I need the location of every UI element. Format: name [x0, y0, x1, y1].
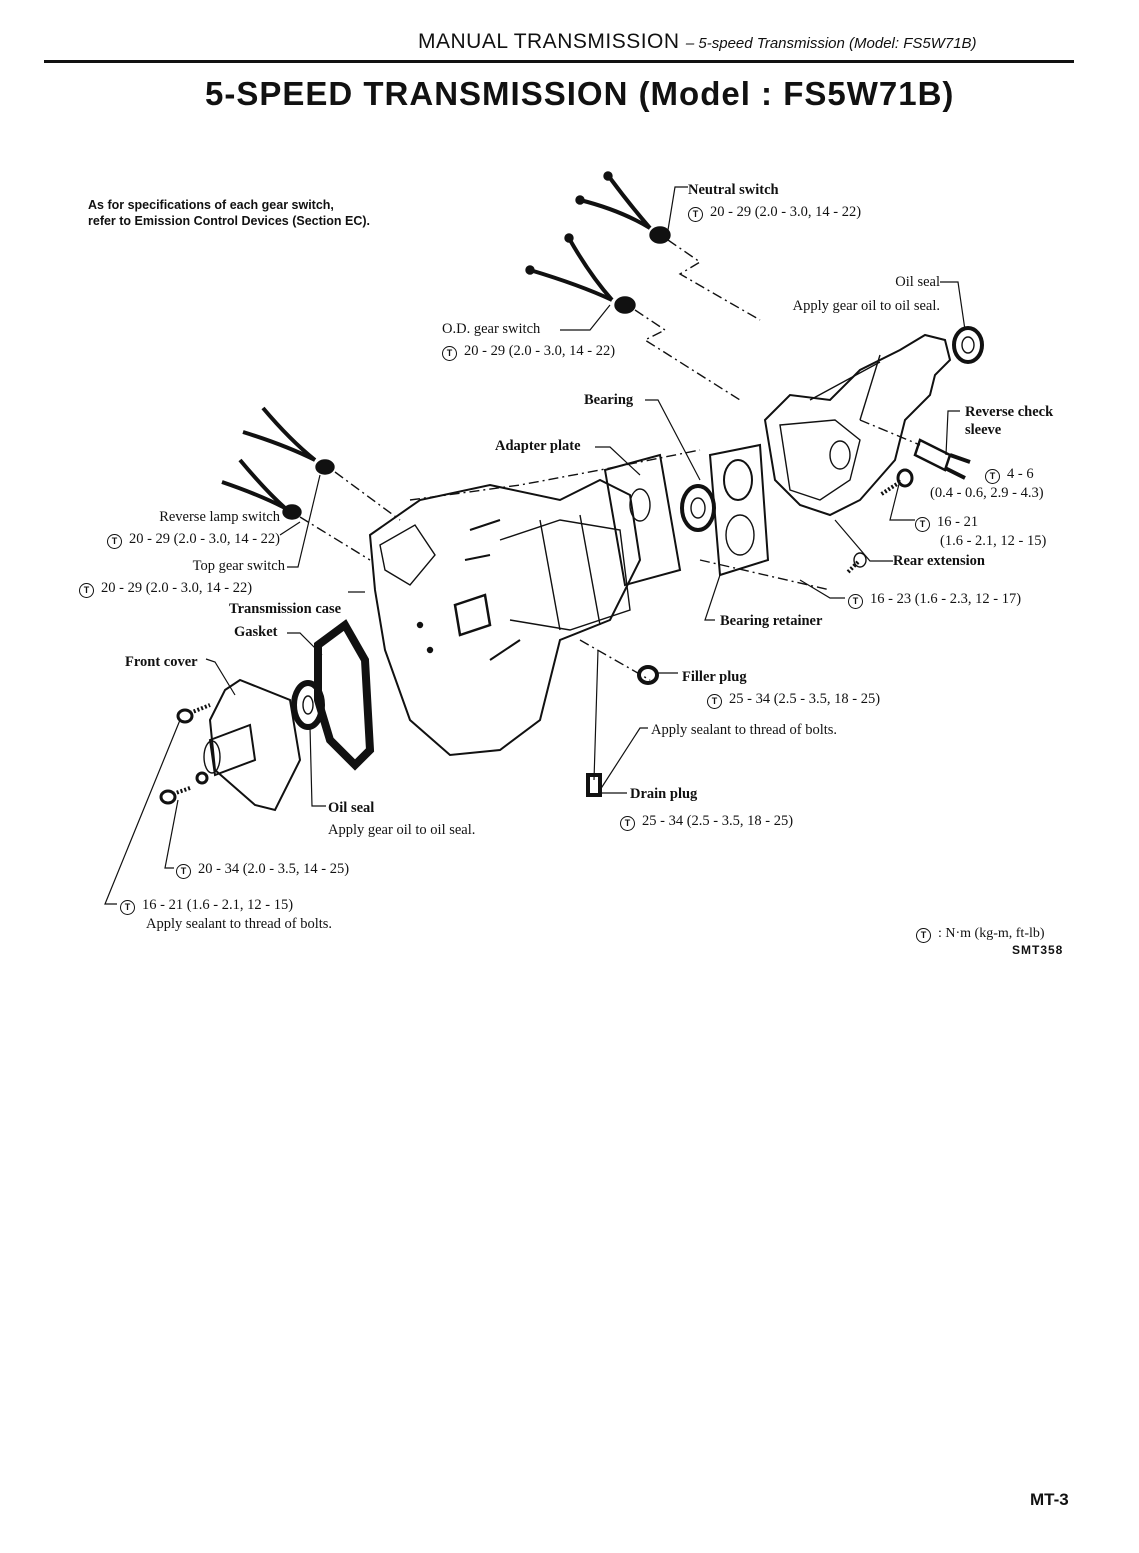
reverse-check-sleeve-torque: T 4 - 6 (0.4 - 0.6, 2.9 - 4.3) [930, 465, 1044, 502]
reverse-check-sleeve-label-1: Reverse check [965, 404, 1054, 420]
reverse-check-sleeve-part [859, 419, 971, 480]
adapter-plate-label: Adapter plate [495, 438, 581, 454]
torque-icon: T [916, 928, 931, 943]
rear-extension-label: Rear extension [893, 553, 985, 569]
note-line-2: refer to Emission Control Devices (Secti… [88, 214, 371, 228]
reverse-lamp-switch-torque: 20 - 29 (2.0 - 3.0, 14 - 22) [128, 531, 280, 547]
rear-extension-part [763, 333, 952, 517]
specification-note: As for specifications of each gear switc… [88, 197, 370, 229]
front-oil-seal-label: Oil seal [328, 800, 375, 816]
adapter-plate-part [603, 443, 770, 587]
neutral-switch-part [575, 171, 761, 321]
front-cover-part [195, 678, 302, 812]
front-cover-bolt-torque-value: 20 - 34 (2.0 - 3.5, 14 - 25) [198, 861, 350, 877]
callout-bearing-retainer: Bearing retainer [720, 612, 822, 630]
od-gear-switch-torque: 20 - 29 (2.0 - 3.0, 14 - 22) [464, 343, 616, 359]
rear-extension-bolt-torque: T 16 - 21 (1.6 - 2.1, 12 - 15) [915, 513, 1046, 550]
transmission-case-label: Transmission case [229, 601, 342, 617]
exploded-transmission-diagram [104, 171, 984, 905]
callout-gasket: Gasket [234, 623, 278, 641]
callout-neutral-switch: Neutral switch T 20 - 29 (2.0 - 3.0, 14 -… [688, 181, 861, 222]
rear-extension-bolt-torque-1: 16 - 21 [937, 514, 979, 530]
bearing-retainer-label: Bearing retainer [720, 613, 823, 629]
torque-icon: T [442, 346, 457, 361]
reverse-lamp-switch-part [221, 458, 371, 561]
callout-transmission-case: Transmission case [229, 600, 341, 618]
callout-plug-sealant: Apply sealant to thread of bolts. [651, 722, 838, 738]
front-cover-bolt-torque: T 20 - 34 (2.0 - 3.5, 14 - 25) [176, 860, 349, 879]
drain-plug-torque-value: 25 - 34 (2.5 - 3.5, 18 - 25) [642, 813, 794, 829]
callout-reverse-lamp-switch: Reverse lamp switch T 20 - 29 (2.0 - 3.0,… [60, 508, 280, 549]
torque-icon: T [120, 900, 135, 915]
running-head: MANUAL TRANSMISSION – 5-speed Transmissi… [418, 30, 977, 54]
callout-bearing: Bearing [584, 391, 633, 409]
running-head-section: MANUAL TRANSMISSION [418, 30, 680, 53]
rear-oil-seal-part [952, 326, 984, 364]
reverse-check-sleeve-torque-2: (0.4 - 0.6, 2.9 - 4.3) [930, 485, 1044, 501]
rear-extension-bolt-parts [846, 468, 914, 574]
callout-top-gear-switch: Top gear switch T 20 - 29 (2.0 - 3.0, 14 … [60, 557, 285, 598]
front-cover-bolt-parts [159, 703, 211, 805]
neutral-switch-label: Neutral switch [688, 182, 779, 198]
rear-extension-bolt-torque-2: (1.6 - 2.1, 12 - 15) [940, 533, 1047, 549]
callout-reverse-check-sleeve: Reverse check sleeve [965, 403, 1053, 439]
callout-front-cover: Front cover [125, 653, 198, 671]
torque-icon: T [688, 207, 703, 222]
note-line-1: As for specifications of each gear switc… [88, 198, 334, 212]
reverse-lamp-switch-label: Reverse lamp switch [159, 509, 280, 525]
neutral-switch-torque: 20 - 29 (2.0 - 3.0, 14 - 22) [710, 204, 862, 220]
bearing-part [680, 484, 716, 532]
torque-unit-legend: T : N·m (kg-m, ft-lb) [916, 925, 1045, 943]
torque-icon: T [707, 694, 722, 709]
transmission-case-part [368, 449, 831, 757]
gasket-part [314, 619, 375, 771]
running-head-subsection: – 5-speed Transmission (Model: FS5W71B) [685, 35, 977, 52]
top-gear-switch-label: Top gear switch [192, 558, 285, 574]
drain-plug-label: Drain plug [630, 786, 698, 802]
torque-icon: T [985, 469, 1000, 484]
torque-icon: T [106, 534, 122, 549]
rear-extension-bolt2-torque: T 16 - 23 (1.6 - 2.3, 12 - 17) [848, 590, 1021, 609]
torque-icon: T [79, 583, 94, 598]
bearing-label: Bearing [584, 392, 634, 408]
page-title: 5-SPEED TRANSMISSION (Model : FS5W71B) [205, 75, 955, 112]
front-cover-bolt2-torque: 16 - 21 (1.6 - 2.1, 12 - 15) [142, 897, 294, 913]
callout-front-oil-seal: Oil seal Apply gear oil to oil seal. [328, 799, 475, 839]
legend-text: : N·m (kg-m, ft-lb) [938, 926, 1045, 941]
page-number: MT-3 [1030, 1490, 1069, 1509]
reverse-check-sleeve-label-2: sleeve [965, 422, 1002, 438]
front-cover-bolt2-callout: T 16 - 21 (1.6 - 2.1, 12 - 15) Apply seal… [120, 896, 332, 933]
callout-drain-plug: Drain plug [630, 785, 697, 803]
torque-icon: T [620, 816, 635, 831]
drain-plug-torque: T 25 - 34 (2.5 - 3.5, 18 - 25) [620, 812, 793, 831]
reverse-check-sleeve-torque-1: 4 - 6 [1007, 466, 1034, 482]
torque-icon: T [848, 594, 863, 609]
top-gear-switch-part [242, 406, 401, 521]
callout-rear-extension: Rear extension [893, 552, 985, 570]
header-rule [44, 60, 1074, 63]
front-oil-seal-part [291, 680, 325, 730]
filler-plug-part [637, 665, 659, 685]
callout-filler-plug: Filler plug T 25 - 34 (2.5 - 3.5, 18 - 25… [682, 668, 880, 709]
top-gear-switch-torque: 20 - 29 (2.0 - 3.0, 14 - 22) [101, 580, 253, 596]
callout-od-gear-switch: O.D. gear switch T 20 - 29 (2.0 - 3.0, 14… [442, 320, 615, 361]
od-gear-switch-part [525, 233, 741, 401]
front-cover-bolt2-note: Apply sealant to thread of bolts. [146, 916, 333, 932]
torque-icon: T [176, 864, 191, 879]
filler-plug-label: Filler plug [682, 669, 747, 685]
od-gear-switch-label: O.D. gear switch [442, 321, 541, 337]
torque-icon: T [915, 517, 930, 532]
gasket-label: Gasket [234, 624, 278, 640]
rear-extension-bolt2-torque-value: 16 - 23 (1.6 - 2.3, 12 - 17) [870, 591, 1022, 607]
filler-plug-torque: 25 - 34 (2.5 - 3.5, 18 - 25) [729, 691, 881, 707]
rear-oil-seal-note: Apply gear oil to oil seal. [792, 298, 940, 314]
rear-oil-seal-label: Oil seal [895, 274, 940, 290]
drain-plug-part [586, 773, 602, 797]
figure-code: SMT358 [1012, 943, 1064, 957]
front-oil-seal-note: Apply gear oil to oil seal. [328, 822, 476, 838]
callout-adapter-plate: Adapter plate [495, 437, 581, 455]
leader-lines [104, 186, 966, 905]
callout-rear-oil-seal: Oil seal Apply gear oil to oil seal. [760, 273, 940, 315]
front-cover-label: Front cover [125, 654, 198, 670]
